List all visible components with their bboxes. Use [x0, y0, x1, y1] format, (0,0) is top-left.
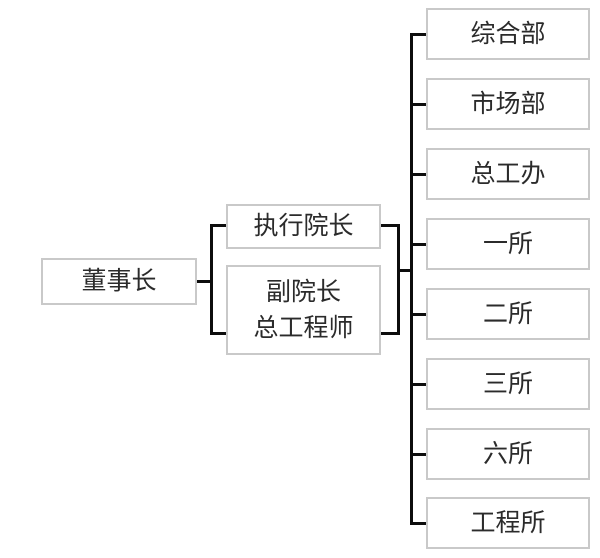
- node-department-3[interactable]: 一所: [426, 218, 590, 270]
- connector-dept-stub-1: [410, 103, 428, 106]
- connector-root-stub: [197, 280, 213, 283]
- node-vice-dean-label: 副院长: [265, 276, 341, 306]
- connector-dept-stub-2: [410, 173, 428, 176]
- connector-dept-stub-3: [410, 243, 428, 246]
- connector-department-trunk: [410, 33, 413, 522]
- connector-root-branch-bottom: [210, 332, 228, 335]
- node-department-6[interactable]: 六所: [426, 428, 590, 480]
- node-executive-dean[interactable]: 执行院长: [226, 204, 381, 249]
- connector-dept-stub-0: [410, 33, 428, 36]
- connector-mid-top-stub: [381, 224, 400, 227]
- node-department-6-label: 六所: [482, 438, 533, 468]
- node-department-3-label: 一所: [482, 228, 533, 258]
- node-department-5-label: 三所: [482, 368, 533, 398]
- connector-root-branch-top: [210, 224, 228, 227]
- node-chief-engineer-label: 总工程师: [253, 313, 354, 342]
- node-chairman-label: 董事长: [81, 266, 157, 296]
- node-department-0[interactable]: 综合部: [426, 8, 590, 60]
- node-department-7-label: 工程所: [470, 507, 546, 537]
- node-department-2[interactable]: 总工办: [426, 148, 590, 200]
- connector-mid-merge-trunk: [397, 224, 400, 335]
- connector-mid-to-dept-trunk: [397, 269, 413, 272]
- connector-dept-stub-6: [410, 453, 428, 456]
- connector-dept-stub-4: [410, 313, 428, 316]
- node-executive-dean-label: 执行院长: [253, 211, 354, 241]
- node-department-0-label: 综合部: [470, 18, 546, 48]
- node-department-2-label: 总工办: [470, 158, 546, 188]
- node-department-4-label: 二所: [482, 298, 533, 328]
- node-chairman[interactable]: 董事长: [41, 258, 197, 305]
- connector-mid-bottom-stub: [381, 332, 400, 335]
- node-department-4[interactable]: 二所: [426, 288, 590, 340]
- connector-dept-stub-7: [410, 522, 428, 525]
- node-department-1[interactable]: 市场部: [426, 78, 590, 130]
- node-department-5[interactable]: 三所: [426, 358, 590, 410]
- node-vice-dean-chief-engineer[interactable]: 副院长 总工程师: [226, 265, 381, 355]
- connector-root-trunk: [210, 225, 213, 335]
- node-department-7[interactable]: 工程所: [426, 497, 590, 549]
- connector-dept-stub-5: [410, 383, 428, 386]
- node-department-1-label: 市场部: [470, 88, 546, 118]
